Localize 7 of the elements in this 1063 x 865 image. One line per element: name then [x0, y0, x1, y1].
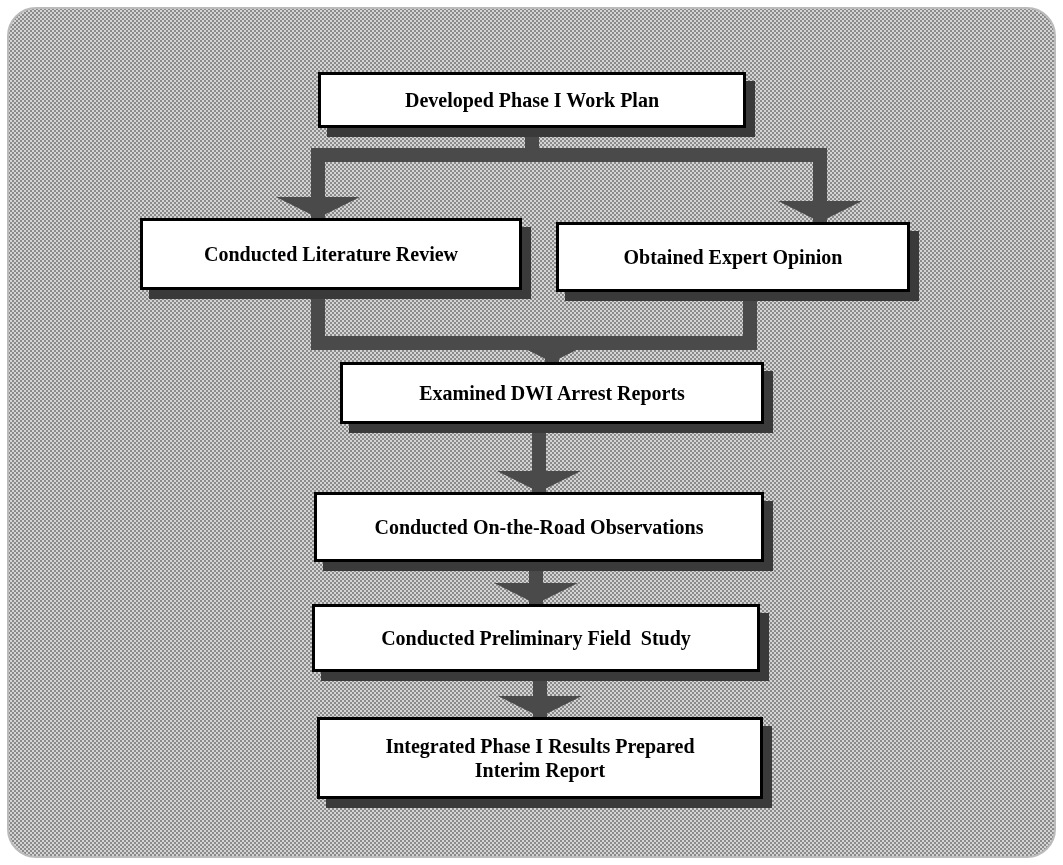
step-text: Conducted Literature Review: [202, 242, 459, 266]
step-text: Conducted On-the-Road Observations: [373, 515, 705, 539]
step-text: Developed Phase I Work Plan: [403, 88, 661, 112]
step-text: Conducted Preliminary Field Study: [380, 626, 692, 650]
step-text: Obtained Expert Opinion: [622, 245, 844, 269]
step-text: Integrated Phase I Results Prepared Interim Report: [384, 734, 696, 782]
step-text: Examined DWI Arrest Reports: [418, 381, 686, 405]
